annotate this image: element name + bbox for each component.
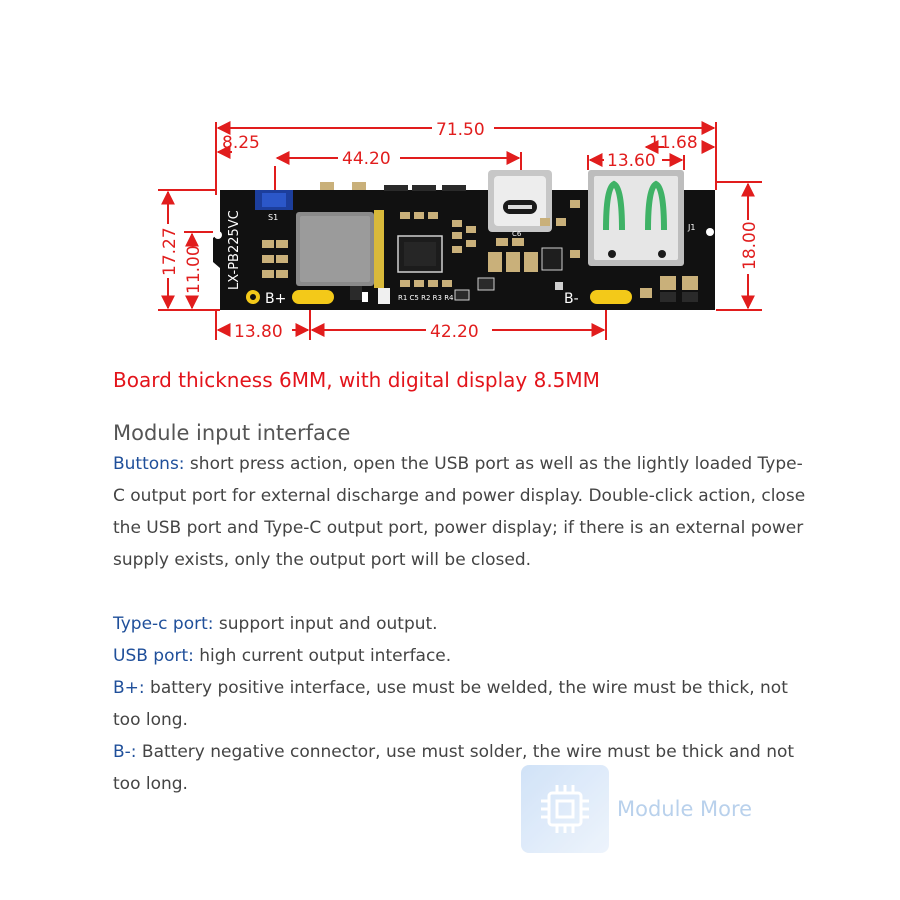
dim-usb-width: 13.60 xyxy=(607,151,656,171)
usb-port: J1 xyxy=(588,170,695,266)
item-text: high current output interface. xyxy=(193,646,452,666)
switch-s1: S1 xyxy=(255,190,293,222)
item-type-c-port: Type-c port: support input and output. xyxy=(113,608,813,640)
chip-icon xyxy=(521,765,609,853)
b-plus-pad: B+ xyxy=(246,290,334,307)
dimension-lines xyxy=(158,121,762,340)
svg-text:C6: C6 xyxy=(512,230,522,238)
item-key: B+: xyxy=(113,678,145,698)
item-text: battery positive interface, use must be … xyxy=(113,678,788,730)
pcb-dimension-diagram: LX-PB225VC S1 xyxy=(158,120,762,342)
item-text: short press action, open the USB port as… xyxy=(113,454,806,570)
svg-text:B+: B+ xyxy=(265,291,286,307)
board-thickness-note: Board thickness 6MM, with digital displa… xyxy=(113,368,600,392)
item-text: Battery negative connector, use must sol… xyxy=(113,742,795,794)
dim-usb-right-edge: 11.68 xyxy=(649,133,698,153)
svg-text:R1 C5 R2 R3 R4: R1 C5 R2 R3 R4 xyxy=(398,294,454,302)
dim-height-left-outer: 17.27 xyxy=(160,227,180,276)
dim-total-width: 71.50 xyxy=(436,120,485,140)
svg-text:B-: B- xyxy=(564,291,579,307)
dim-left-offset: 8.25 xyxy=(222,133,260,153)
pcb-board: LX-PB225VC S1 xyxy=(213,170,715,310)
left-components xyxy=(262,240,288,278)
item-key: B-: xyxy=(113,742,137,762)
item-b-plus: B+: battery positive interface, use must… xyxy=(113,672,813,736)
top-resistors xyxy=(320,182,466,191)
svg-text:S1: S1 xyxy=(268,213,278,222)
section-title: Module input interface xyxy=(113,421,351,445)
dim-height-right: 18.00 xyxy=(740,221,760,270)
item-usb-port: USB port: high current output interface. xyxy=(113,640,813,672)
item-b-minus: B-: Battery negative connector, use must… xyxy=(113,736,813,800)
right-components xyxy=(640,276,698,302)
main-ic xyxy=(397,235,443,273)
dim-bottom-span: 42.20 xyxy=(430,322,479,342)
watermark: Module More xyxy=(521,765,752,853)
mid-components: R1 C5 R2 R3 R4 xyxy=(350,212,495,304)
item-text: support input and output. xyxy=(213,614,438,634)
item-key: USB port: xyxy=(113,646,194,666)
type-c-port xyxy=(488,170,552,232)
watermark-text: Module More xyxy=(617,797,753,821)
dim-height-left-inner: 11.00 xyxy=(184,245,204,294)
dim-bottom-left: 13.80 xyxy=(234,322,283,342)
item-buttons: Buttons: short press action, open the US… xyxy=(113,448,813,576)
dim-button-to-typec: 44.20 xyxy=(342,149,391,169)
item-key: Buttons: xyxy=(113,454,185,474)
item-key: Type-c port: xyxy=(113,614,214,634)
board-label: LX-PB225VC xyxy=(227,210,242,290)
svg-text:J1: J1 xyxy=(687,223,695,232)
b-minus-pad: B- xyxy=(564,290,632,307)
right-mid-components: C6 xyxy=(488,200,580,290)
dimension-labels: 71.50 8.25 44.20 13.60 11.68 18.00 17.27… xyxy=(160,120,760,342)
